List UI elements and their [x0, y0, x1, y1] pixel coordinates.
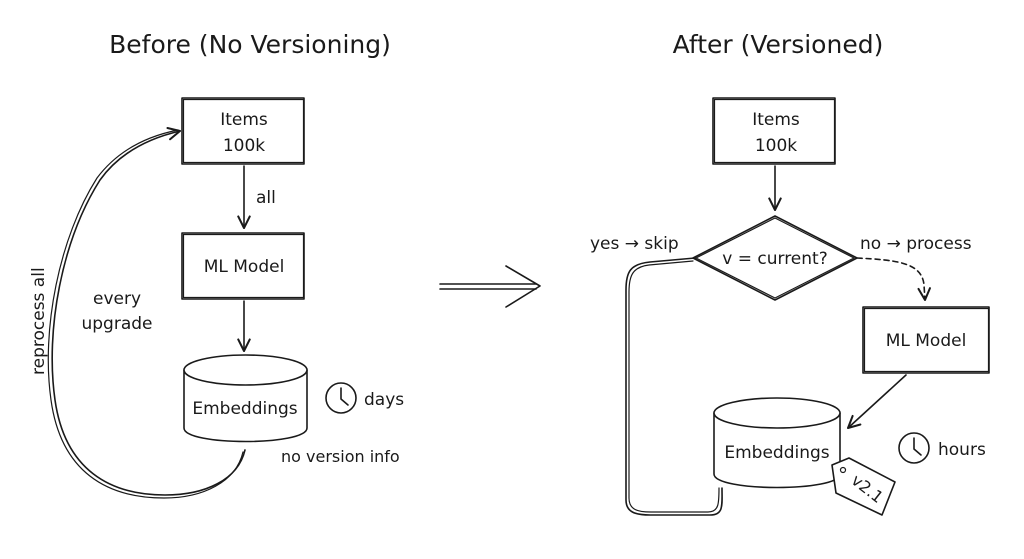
before-model-label: ML Model	[204, 257, 285, 277]
transition-arrow	[439, 265, 541, 308]
after-model-label: ML Model	[886, 331, 967, 351]
before-loop-arrow-shadow	[47, 129, 244, 499]
after-yes-label: yes → skip	[590, 234, 679, 254]
before-duration: days	[364, 390, 404, 410]
before-edge-all-label: all	[256, 188, 276, 208]
before-embeddings-label: Embeddings	[192, 399, 297, 419]
before-items-label: Items	[220, 110, 268, 130]
before-loop-arrow	[51, 127, 246, 496]
after-yes-path	[625, 257, 723, 516]
after-decision-diamond	[692, 215, 858, 301]
before-items-box	[181, 97, 305, 165]
before-model-box	[181, 232, 305, 300]
before-items-count: 100k	[223, 136, 265, 156]
after-no-arrow	[856, 257, 931, 302]
after-decision-label: v = current?	[722, 249, 827, 269]
after-no-label: no → process	[860, 234, 972, 254]
after-items-label: Items	[752, 110, 800, 130]
after-arrow-model-store	[846, 374, 907, 430]
after-model-box	[862, 306, 990, 374]
after-embeddings-label: Embeddings	[724, 443, 829, 463]
after-title: After (Versioned)	[673, 30, 884, 59]
before-loop-label: reprocess all	[29, 267, 49, 375]
before-upgrade-line2: upgrade	[81, 314, 152, 334]
after-version-tag	[831, 457, 896, 516]
after-duration: hours	[938, 440, 986, 460]
before-title: Before (No Versioning)	[109, 30, 391, 59]
before-clock-icon	[325, 382, 357, 414]
after-clock-icon	[898, 432, 930, 464]
before-note: no version info	[281, 447, 400, 466]
after-items-box	[712, 97, 836, 165]
before-embeddings-cylinder	[183, 354, 308, 443]
before-upgrade-line1: every	[93, 289, 141, 309]
after-items-count: 100k	[755, 136, 797, 156]
